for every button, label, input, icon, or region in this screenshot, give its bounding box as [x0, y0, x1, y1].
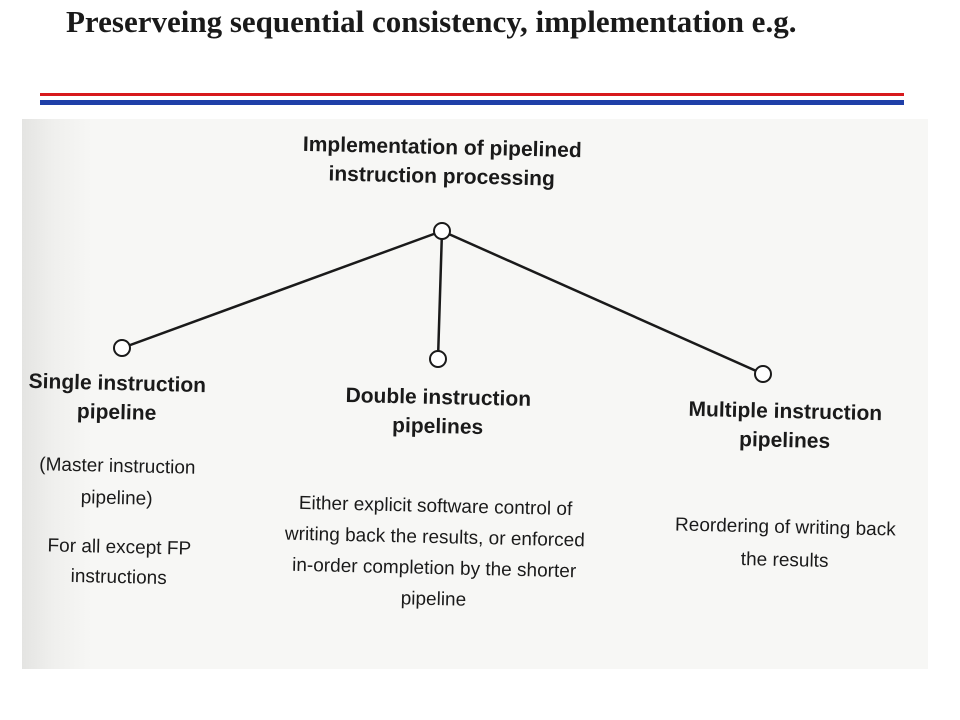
single-pipeline-heading: Single instruction pipeline — [28, 369, 207, 425]
slide-title: Preserveing sequential consistency, impl… — [66, 4, 797, 39]
scanned-figure: Implementation of pipelined instruction … — [22, 119, 928, 669]
multiple-pipelines-note: Reordering of writing back the results — [674, 514, 896, 572]
tree-diagram — [113, 222, 772, 383]
scan-edge-shadow — [22, 119, 92, 669]
single-pipeline-subheading: (Master instruction pipeline) — [39, 454, 196, 510]
node-multiple — [754, 365, 772, 383]
double-pipelines-heading: Double instruction pipelines — [345, 384, 532, 439]
edge-root-single — [121, 229, 443, 350]
node-double — [429, 350, 447, 368]
edge-root-multiple — [441, 229, 764, 376]
edge-root-double — [436, 230, 444, 360]
double-pipelines-note: Either explicit software control of writ… — [284, 492, 586, 611]
node-root — [433, 222, 451, 240]
root-node-label: Implementation of pipelined instruction … — [302, 132, 582, 191]
node-single — [113, 339, 131, 357]
single-pipeline-note: For all except FP instructions — [47, 535, 192, 590]
multiple-pipelines-heading: Multiple instruction pipelines — [688, 397, 883, 454]
title-rule-red — [40, 93, 904, 96]
title-rule-blue — [40, 100, 904, 105]
